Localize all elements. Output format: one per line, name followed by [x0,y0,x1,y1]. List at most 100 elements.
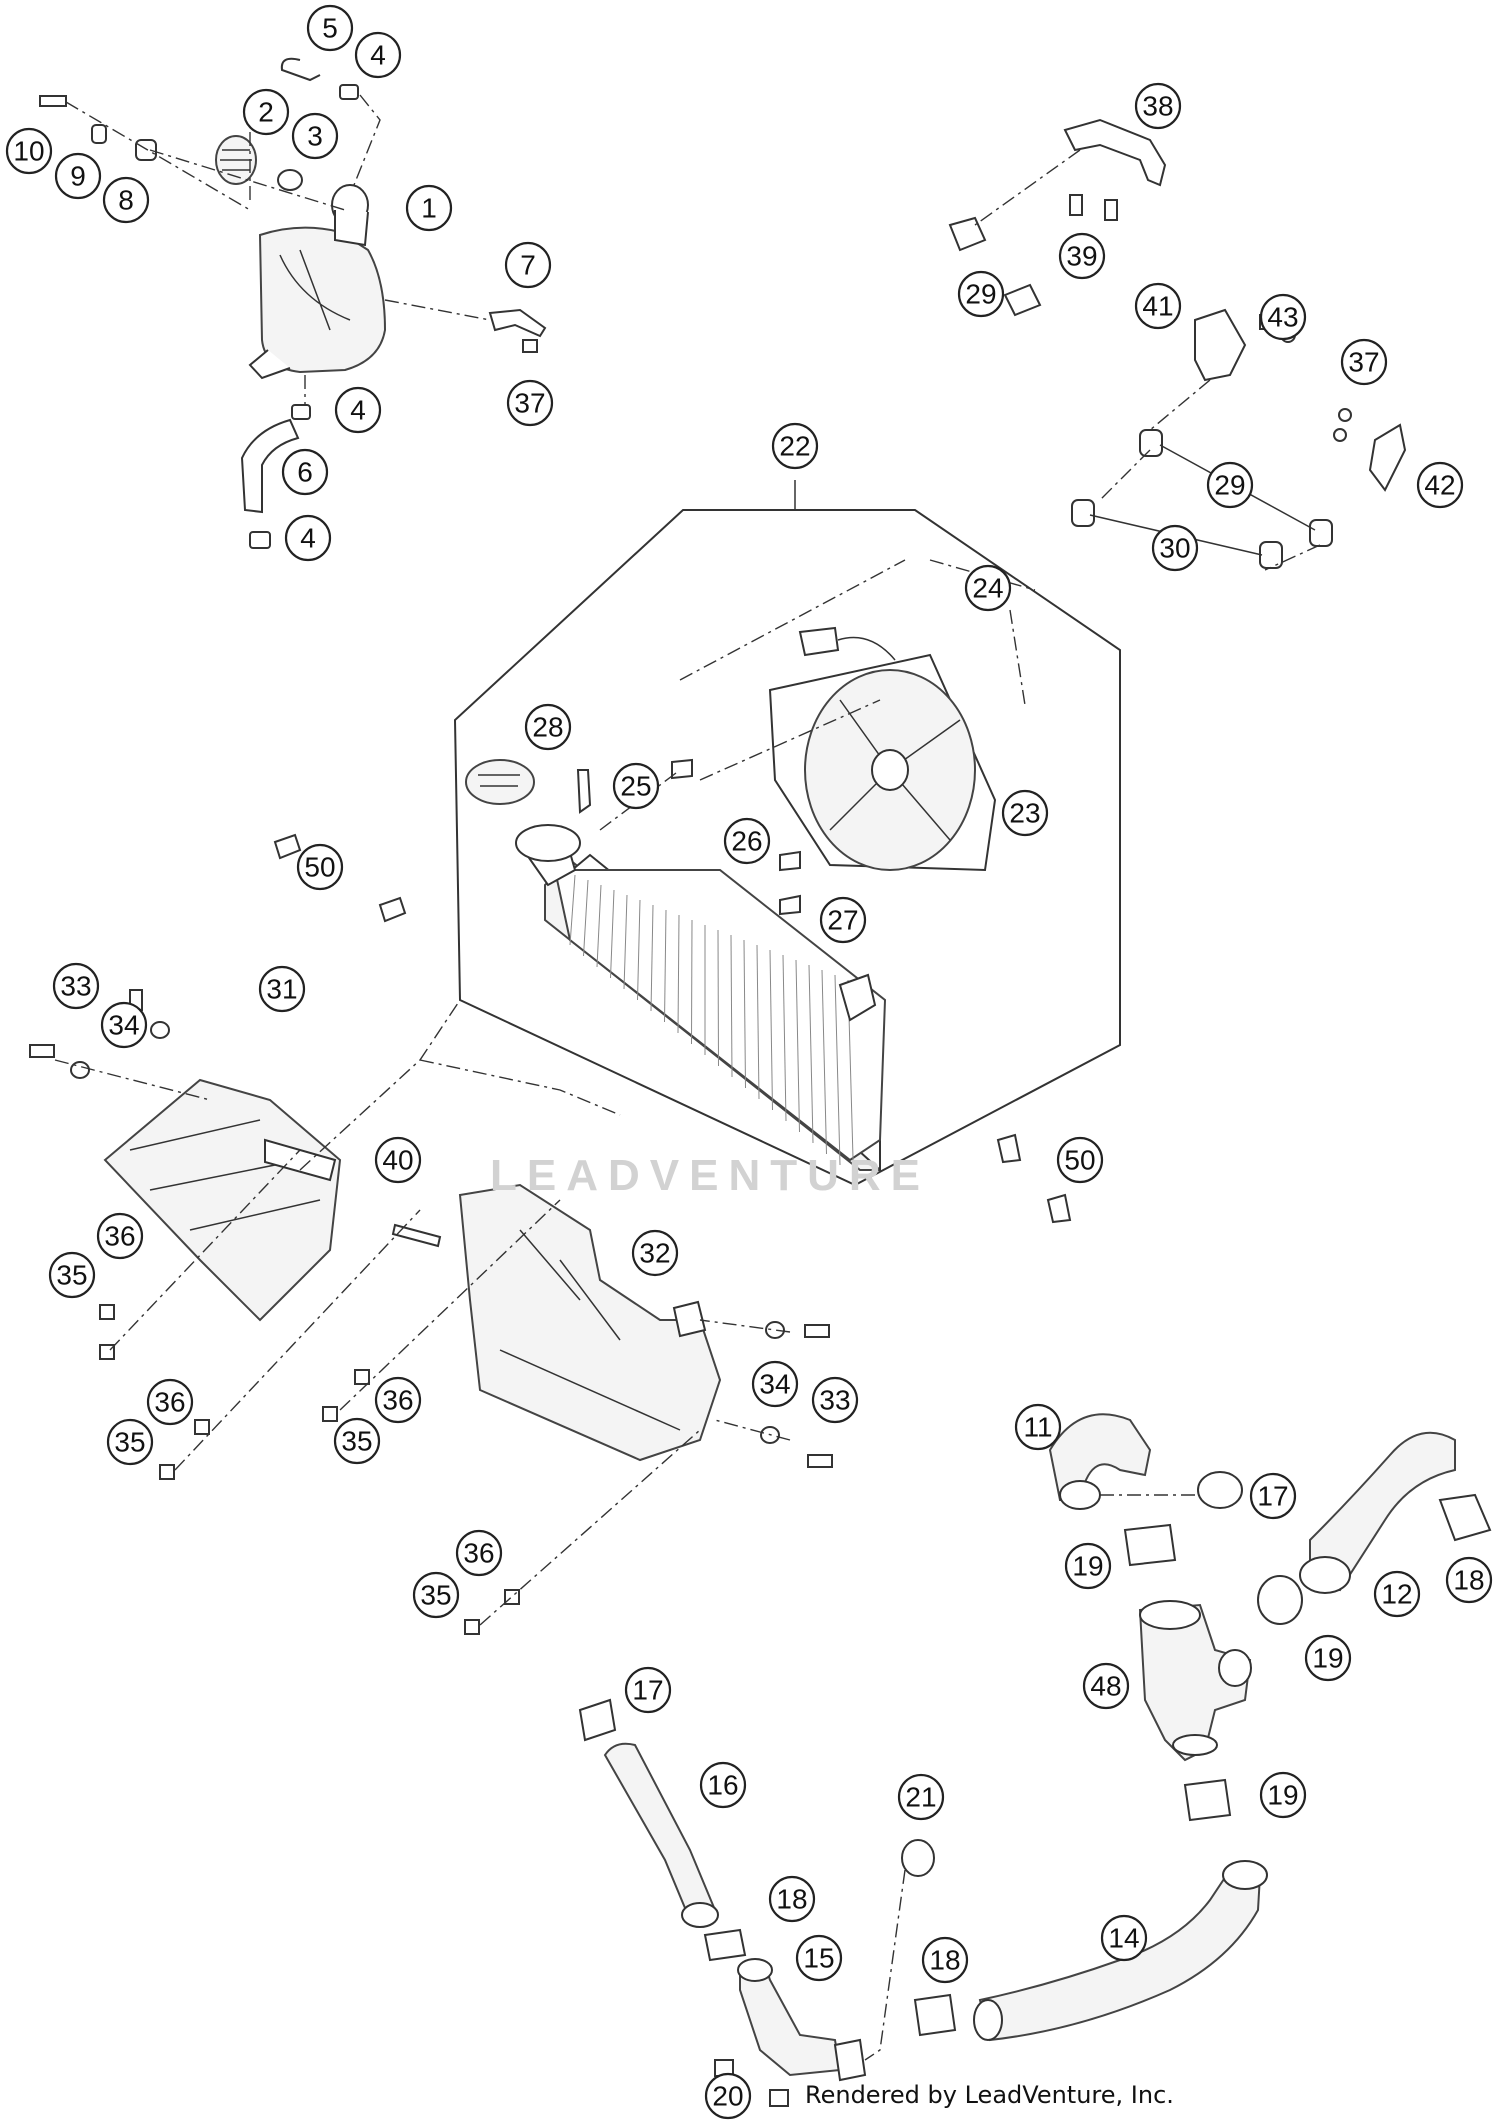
callout-34a: 34 [100,1001,148,1049]
svg-text:40: 40 [382,1145,413,1176]
callout-36a: 36 [96,1212,144,1260]
callout-35d: 35 [412,1571,460,1619]
callout-50a: 50 [296,843,344,891]
shroud-right [458,1183,722,1462]
svg-text:19: 19 [1267,1780,1298,1811]
svg-text:34: 34 [759,1369,790,1400]
radiator-fin [664,909,667,1023]
callout-42: 42 [1416,461,1464,509]
callout-23: 23 [1001,789,1049,837]
callout-38: 38 [1134,82,1182,130]
svg-text:18: 18 [776,1884,807,1915]
svg-text:35: 35 [341,1426,372,1457]
svg-text:35: 35 [56,1260,87,1291]
radiator-fin [782,954,787,1122]
svg-text:4: 4 [370,40,386,71]
callout-1: 1 [405,184,453,232]
radiator-fin [677,914,680,1034]
callout-35c: 35 [333,1417,381,1465]
svg-text:34: 34 [108,1010,139,1041]
radiator-fin [730,934,733,1078]
svg-text:36: 36 [463,1538,494,1569]
svg-text:22: 22 [779,431,810,462]
radiator-fin [808,964,814,1144]
radiator-fin [717,929,719,1067]
callout-4c: 4 [284,514,332,562]
callout-33b: 33 [811,1376,859,1424]
callout-32: 32 [631,1229,679,1277]
radiator-fin [610,889,615,979]
svg-text:39: 39 [1066,241,1097,272]
callout-4a: 4 [354,31,402,79]
svg-text:48: 48 [1090,1671,1121,1702]
callout-2: 2 [242,88,290,136]
svg-text:7: 7 [520,250,536,281]
callout-34b: 34 [751,1360,799,1408]
radiator-fin [691,919,693,1045]
svg-text:30: 30 [1159,533,1190,564]
callout-12: 12 [1373,1570,1421,1618]
svg-text:25: 25 [620,771,651,802]
svg-text:14: 14 [1108,1923,1139,1954]
callout-5: 5 [306,4,354,52]
svg-text:37: 37 [514,388,545,419]
callout-40: 40 [374,1136,422,1184]
svg-text:18: 18 [929,1945,960,1976]
callout-17b: 17 [624,1666,672,1714]
radiator-fin [743,939,746,1089]
rubber-strip [391,1223,442,1248]
svg-text:35: 35 [114,1427,145,1458]
svg-text:41: 41 [1142,291,1173,322]
callout-18c: 18 [921,1936,969,1984]
callout-26: 26 [723,817,771,865]
callout-24: 24 [964,564,1012,612]
svg-text:36: 36 [104,1221,135,1252]
svg-text:4: 4 [350,395,366,426]
callout-16: 16 [699,1761,747,1809]
callout-18b: 18 [768,1875,816,1923]
svg-text:35: 35 [420,1580,451,1611]
callout-48: 48 [1082,1662,1130,1710]
svg-text:50: 50 [1064,1145,1095,1176]
svg-text:19: 19 [1312,1643,1343,1674]
callout-31: 31 [258,965,306,1013]
svg-text:42: 42 [1424,470,1455,501]
callout-39: 39 [1058,232,1106,280]
svg-text:21: 21 [905,1782,936,1813]
footer-credit: Rendered by LeadVenture, Inc. [805,2081,1174,2109]
svg-text:10: 10 [13,136,44,167]
svg-text:20: 20 [712,2081,743,2112]
svg-text:50: 50 [304,852,335,883]
callout-15: 15 [795,1934,843,1982]
callout-3: 3 [291,112,339,160]
radiator-fin [637,899,641,1001]
callout-20: 20 [704,2072,752,2120]
callout-14: 14 [1100,1914,1148,1962]
svg-text:23: 23 [1009,798,1040,829]
svg-text:37: 37 [1348,347,1379,378]
callout-19b: 19 [1304,1634,1352,1682]
radiator-fin [650,904,654,1012]
radiator-cap [465,759,535,805]
callout-50b: 50 [1056,1136,1104,1184]
svg-text:15: 15 [803,1943,834,1974]
callout-36d: 36 [455,1529,503,1577]
callout-18a: 18 [1445,1556,1493,1604]
svg-text:24: 24 [972,573,1003,604]
radiator-assembly-outline [453,509,1121,1187]
callout-35a: 35 [48,1251,96,1299]
callout-6: 6 [281,448,329,496]
callout-7: 7 [504,241,552,289]
callout-19a: 19 [1064,1542,1112,1590]
radiator-fin [795,959,800,1133]
callout-4b: 4 [334,386,382,434]
svg-text:2: 2 [258,97,274,128]
svg-text:16: 16 [707,1770,738,1801]
callout-36c: 36 [374,1376,422,1424]
svg-text:36: 36 [154,1387,185,1418]
callout-27: 27 [819,896,867,944]
svg-text:27: 27 [827,905,858,936]
callout-17a: 17 [1249,1472,1297,1520]
svg-text:43: 43 [1267,302,1298,333]
